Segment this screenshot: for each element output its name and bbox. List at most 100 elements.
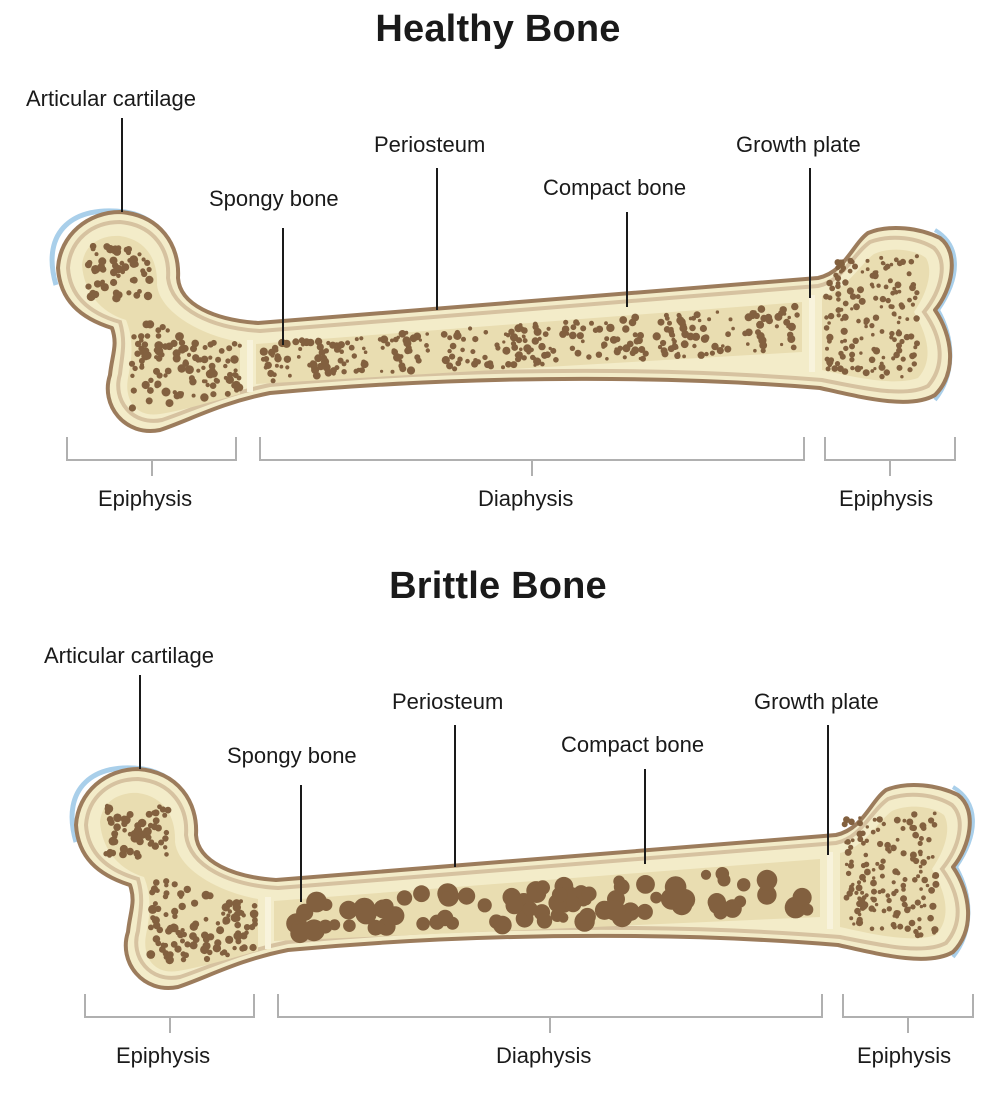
medullary-region xyxy=(256,302,802,384)
trabecula-dot xyxy=(339,900,358,920)
trabecula-dot xyxy=(878,863,885,871)
trabecula-dot xyxy=(847,862,855,869)
trabecula-dot xyxy=(676,316,685,325)
trabecula-dot xyxy=(354,337,359,342)
trabecula-dot xyxy=(852,922,856,926)
trabecula-dot xyxy=(212,944,222,953)
trabecula-dot xyxy=(109,849,117,857)
healthy-bone-panel: Healthy Bone Articular cartilage Spongy … xyxy=(0,0,996,537)
trabecula-dot xyxy=(650,891,663,904)
trabecula-dot xyxy=(218,348,225,354)
trabecula-dot xyxy=(191,393,196,398)
trabecula-dot xyxy=(932,872,940,879)
trabecula-dot xyxy=(595,351,603,358)
trabecula-dot xyxy=(862,369,870,377)
trabecula-dot xyxy=(709,350,716,356)
trabecula-dot xyxy=(260,356,266,362)
trabecula-dot xyxy=(200,355,209,364)
trabecula-dot xyxy=(801,903,814,916)
trabecula-dot xyxy=(380,335,389,344)
trabecula-dot xyxy=(576,332,584,340)
trabecula-dot xyxy=(881,355,886,360)
trabecula-dot xyxy=(716,347,724,355)
trabecula-dot xyxy=(574,351,580,356)
trabecula-dot xyxy=(791,302,799,311)
trabecula-dot xyxy=(849,343,855,350)
trabecula-dot xyxy=(897,923,904,930)
trabecula-dot xyxy=(404,330,409,335)
bracket-diaphysis xyxy=(259,437,805,476)
trabecula-dot xyxy=(889,262,894,267)
bracket-diaphysis xyxy=(277,994,823,1033)
trabecula-dot xyxy=(484,361,491,369)
trabecula-dot xyxy=(854,365,862,373)
trabecula-dot xyxy=(314,337,323,346)
trabecula-dot xyxy=(215,356,222,363)
trabecula-dot xyxy=(913,857,920,865)
trabecula-dot xyxy=(163,373,168,378)
trabecula-dot xyxy=(613,875,625,888)
trabecula-dot xyxy=(861,901,869,909)
trabecula-dot xyxy=(756,869,778,891)
trabecula-dot xyxy=(909,284,916,292)
trabecula-dot xyxy=(145,275,154,284)
trabecula-dot xyxy=(827,362,833,368)
trabecula-dot xyxy=(890,844,897,852)
trabecula-dot xyxy=(569,331,577,340)
trabecula-dot xyxy=(917,849,923,855)
trabecula-dot xyxy=(580,325,587,332)
trabecula-dot xyxy=(858,832,862,836)
trabecula-dot xyxy=(234,921,241,929)
trabecula-dot xyxy=(514,324,523,333)
trabecula-dot xyxy=(112,262,119,270)
trabecula-dot xyxy=(757,305,766,313)
trabecula-dot xyxy=(863,317,870,324)
trabecula-dot xyxy=(927,914,934,922)
trabecula-dot xyxy=(137,252,142,257)
trabecula-dot xyxy=(914,290,920,296)
trabecula-dot xyxy=(331,371,336,376)
trabecula-dot xyxy=(158,839,165,846)
trabecula-dot xyxy=(159,946,166,953)
trabecula-dot xyxy=(893,257,899,263)
trabecula-dot xyxy=(380,369,384,373)
trabecula-dot xyxy=(138,357,145,364)
trabecula-dot xyxy=(753,312,760,319)
trabecula-dot xyxy=(675,353,681,359)
trabecula-dot xyxy=(224,390,231,397)
trabecula-dot xyxy=(470,349,476,355)
trabecula-dot xyxy=(836,313,841,318)
trabecula-dot xyxy=(901,887,906,892)
trabecula-dot xyxy=(605,357,609,361)
trabecula-dot xyxy=(872,876,876,880)
trabecula-dot xyxy=(157,804,162,810)
trabecula-dot xyxy=(917,917,922,922)
trabecula-dot xyxy=(414,354,421,361)
trabecula-dot xyxy=(847,268,853,274)
trabecula-dot xyxy=(900,356,906,362)
trabecula-dot xyxy=(361,359,366,365)
trabecula-dot xyxy=(711,342,719,351)
trabecula-dot xyxy=(216,926,225,935)
trabecula-dot xyxy=(828,314,834,320)
trabecula-dot xyxy=(452,366,458,372)
trabecula-dot xyxy=(145,834,152,841)
trabecula-dot xyxy=(225,358,231,364)
trabecula-dot xyxy=(671,337,676,342)
trabecula-dot xyxy=(171,907,179,915)
trabecula-dot xyxy=(413,332,422,341)
trabecula-dot xyxy=(141,341,149,348)
trabecula-dot xyxy=(154,380,162,388)
trabecula-dot xyxy=(721,344,725,348)
trabecula-dot xyxy=(112,294,121,303)
trabecula-dot xyxy=(355,903,377,925)
trabecula-dot xyxy=(594,900,615,920)
trabecula-dot xyxy=(274,353,281,360)
trabecula-dot xyxy=(835,291,842,298)
label-compact-bone: Compact bone xyxy=(543,175,687,200)
trabecula-dot xyxy=(145,810,153,818)
trabecula-dot xyxy=(482,354,488,361)
trabecula-dot xyxy=(840,327,848,335)
brittle-bone-illustration xyxy=(69,675,975,1033)
trabecula-dot xyxy=(210,369,218,378)
